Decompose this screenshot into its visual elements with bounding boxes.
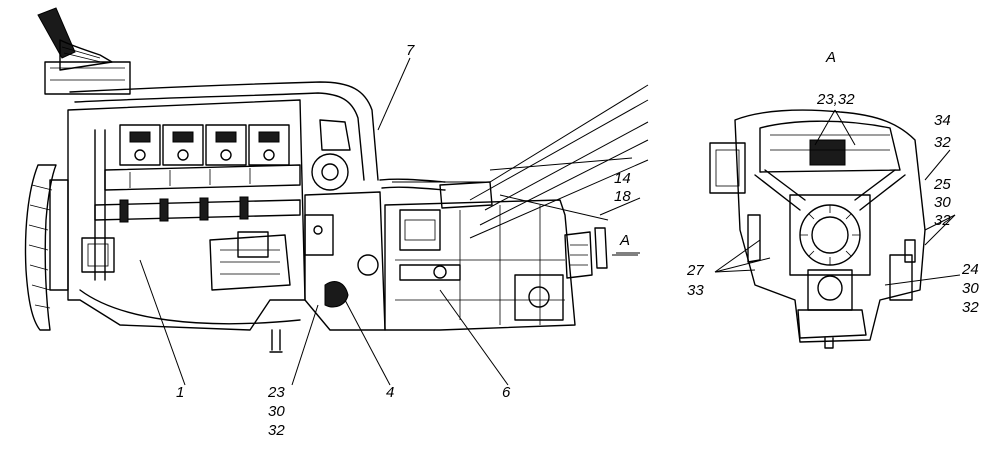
leader-lines-view-a <box>714 109 961 286</box>
callout-18: 18 <box>614 188 631 205</box>
callout-23-32: 23,32 <box>816 91 855 108</box>
view-label-a: A <box>825 49 836 66</box>
svg-text:23: 23 <box>267 384 285 401</box>
clutch-housing <box>304 191 386 331</box>
callout-labels: A 7 14 18 A 1 4 6 23 30 32 23,32 34 32 2… <box>176 42 979 439</box>
water-pump <box>311 119 351 191</box>
engine-side-view <box>24 7 608 353</box>
callout-14: 14 <box>614 170 631 187</box>
callout-6: 6 <box>502 384 511 401</box>
svg-text:34: 34 <box>934 112 951 129</box>
svg-text:32: 32 <box>268 422 285 439</box>
svg-text:32: 32 <box>934 212 951 229</box>
svg-text:30: 30 <box>934 194 951 211</box>
svg-text:30: 30 <box>962 280 979 297</box>
callout-7: 7 <box>406 42 415 59</box>
callout-27-33: 27 33 <box>686 262 704 299</box>
svg-text:A: A <box>619 232 630 249</box>
svg-text:24: 24 <box>961 261 979 278</box>
intake-stack <box>37 7 131 95</box>
output-flange <box>564 227 608 279</box>
leader-lines-side-view <box>139 57 649 386</box>
cylinder-heads <box>119 124 290 166</box>
starter-motor <box>209 231 291 291</box>
callout-4: 4 <box>386 384 394 401</box>
svg-text:32: 32 <box>934 134 951 151</box>
callout-24-30-32: 24 30 32 <box>961 261 979 316</box>
fan <box>24 164 69 331</box>
section-marker-a: A <box>616 232 640 254</box>
callout-23-30-32: 23 30 32 <box>267 384 285 439</box>
svg-text:33: 33 <box>687 282 704 299</box>
svg-text:27: 27 <box>686 262 704 279</box>
view-a-front-view <box>709 109 926 349</box>
svg-text:32: 32 <box>962 299 979 316</box>
callout-25-30-32: 25 30 32 <box>933 176 951 229</box>
gearbox <box>379 178 576 331</box>
engine-block <box>67 99 306 353</box>
callout-34-32: 34 32 <box>934 112 951 151</box>
svg-text:30: 30 <box>268 403 285 420</box>
svg-text:25: 25 <box>933 176 951 193</box>
callout-1: 1 <box>176 384 184 401</box>
